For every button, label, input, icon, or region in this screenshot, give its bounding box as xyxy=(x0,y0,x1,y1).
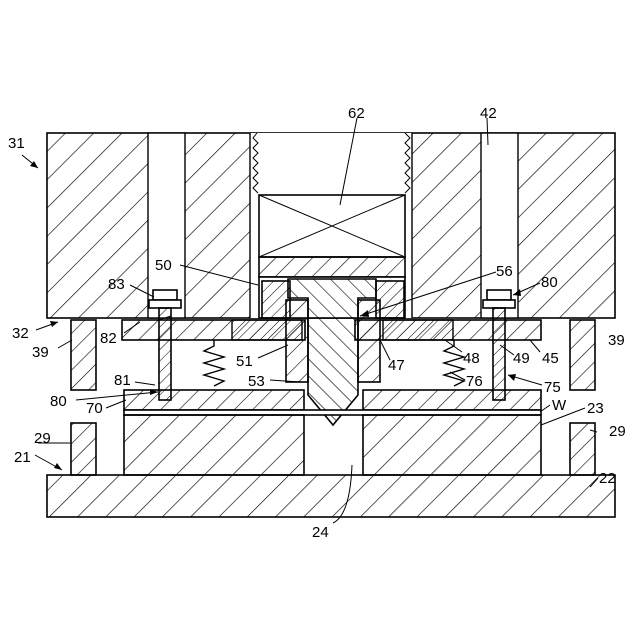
label-21: 21 xyxy=(14,449,31,466)
label-47: 47 xyxy=(388,357,405,374)
label-76: 76 xyxy=(466,373,483,390)
label-56: 56 xyxy=(496,263,513,280)
label-45: 45 xyxy=(542,350,559,367)
label-80-upper: 80 xyxy=(541,274,558,291)
label-23: 23 xyxy=(587,400,604,417)
label-48: 48 xyxy=(463,350,480,367)
label-31: 31 xyxy=(8,135,25,152)
label-80-lower: 80 xyxy=(50,393,67,410)
spring-left xyxy=(204,340,224,386)
label-29-right: 29 xyxy=(609,423,626,440)
label-50: 50 xyxy=(155,257,172,274)
spacer-39-left xyxy=(71,320,96,390)
label-51: 51 xyxy=(236,353,253,370)
label-53: 53 xyxy=(248,373,265,390)
label-49: 49 xyxy=(513,350,530,367)
bolt-left xyxy=(149,290,181,400)
label-70: 70 xyxy=(86,400,103,417)
label-62: 62 xyxy=(348,105,365,122)
label-75: 75 xyxy=(544,379,561,396)
label-24: 24 xyxy=(312,524,329,541)
label-81: 81 xyxy=(114,372,131,389)
label-82: 82 xyxy=(100,330,117,347)
actuator-62 xyxy=(259,195,405,277)
bolt-right xyxy=(483,290,515,400)
label-W: W xyxy=(552,397,567,414)
spacer-39-right xyxy=(570,320,595,390)
base-plate-22 xyxy=(47,475,615,517)
label-39-left: 39 xyxy=(32,344,49,361)
label-22: 22 xyxy=(599,470,616,487)
guide-post-29-left xyxy=(71,423,96,475)
label-83: 83 xyxy=(108,276,125,293)
label-42: 42 xyxy=(480,105,497,122)
label-29-left: 29 xyxy=(34,430,51,447)
label-39-right: 39 xyxy=(608,332,625,349)
label-32: 32 xyxy=(12,325,29,342)
